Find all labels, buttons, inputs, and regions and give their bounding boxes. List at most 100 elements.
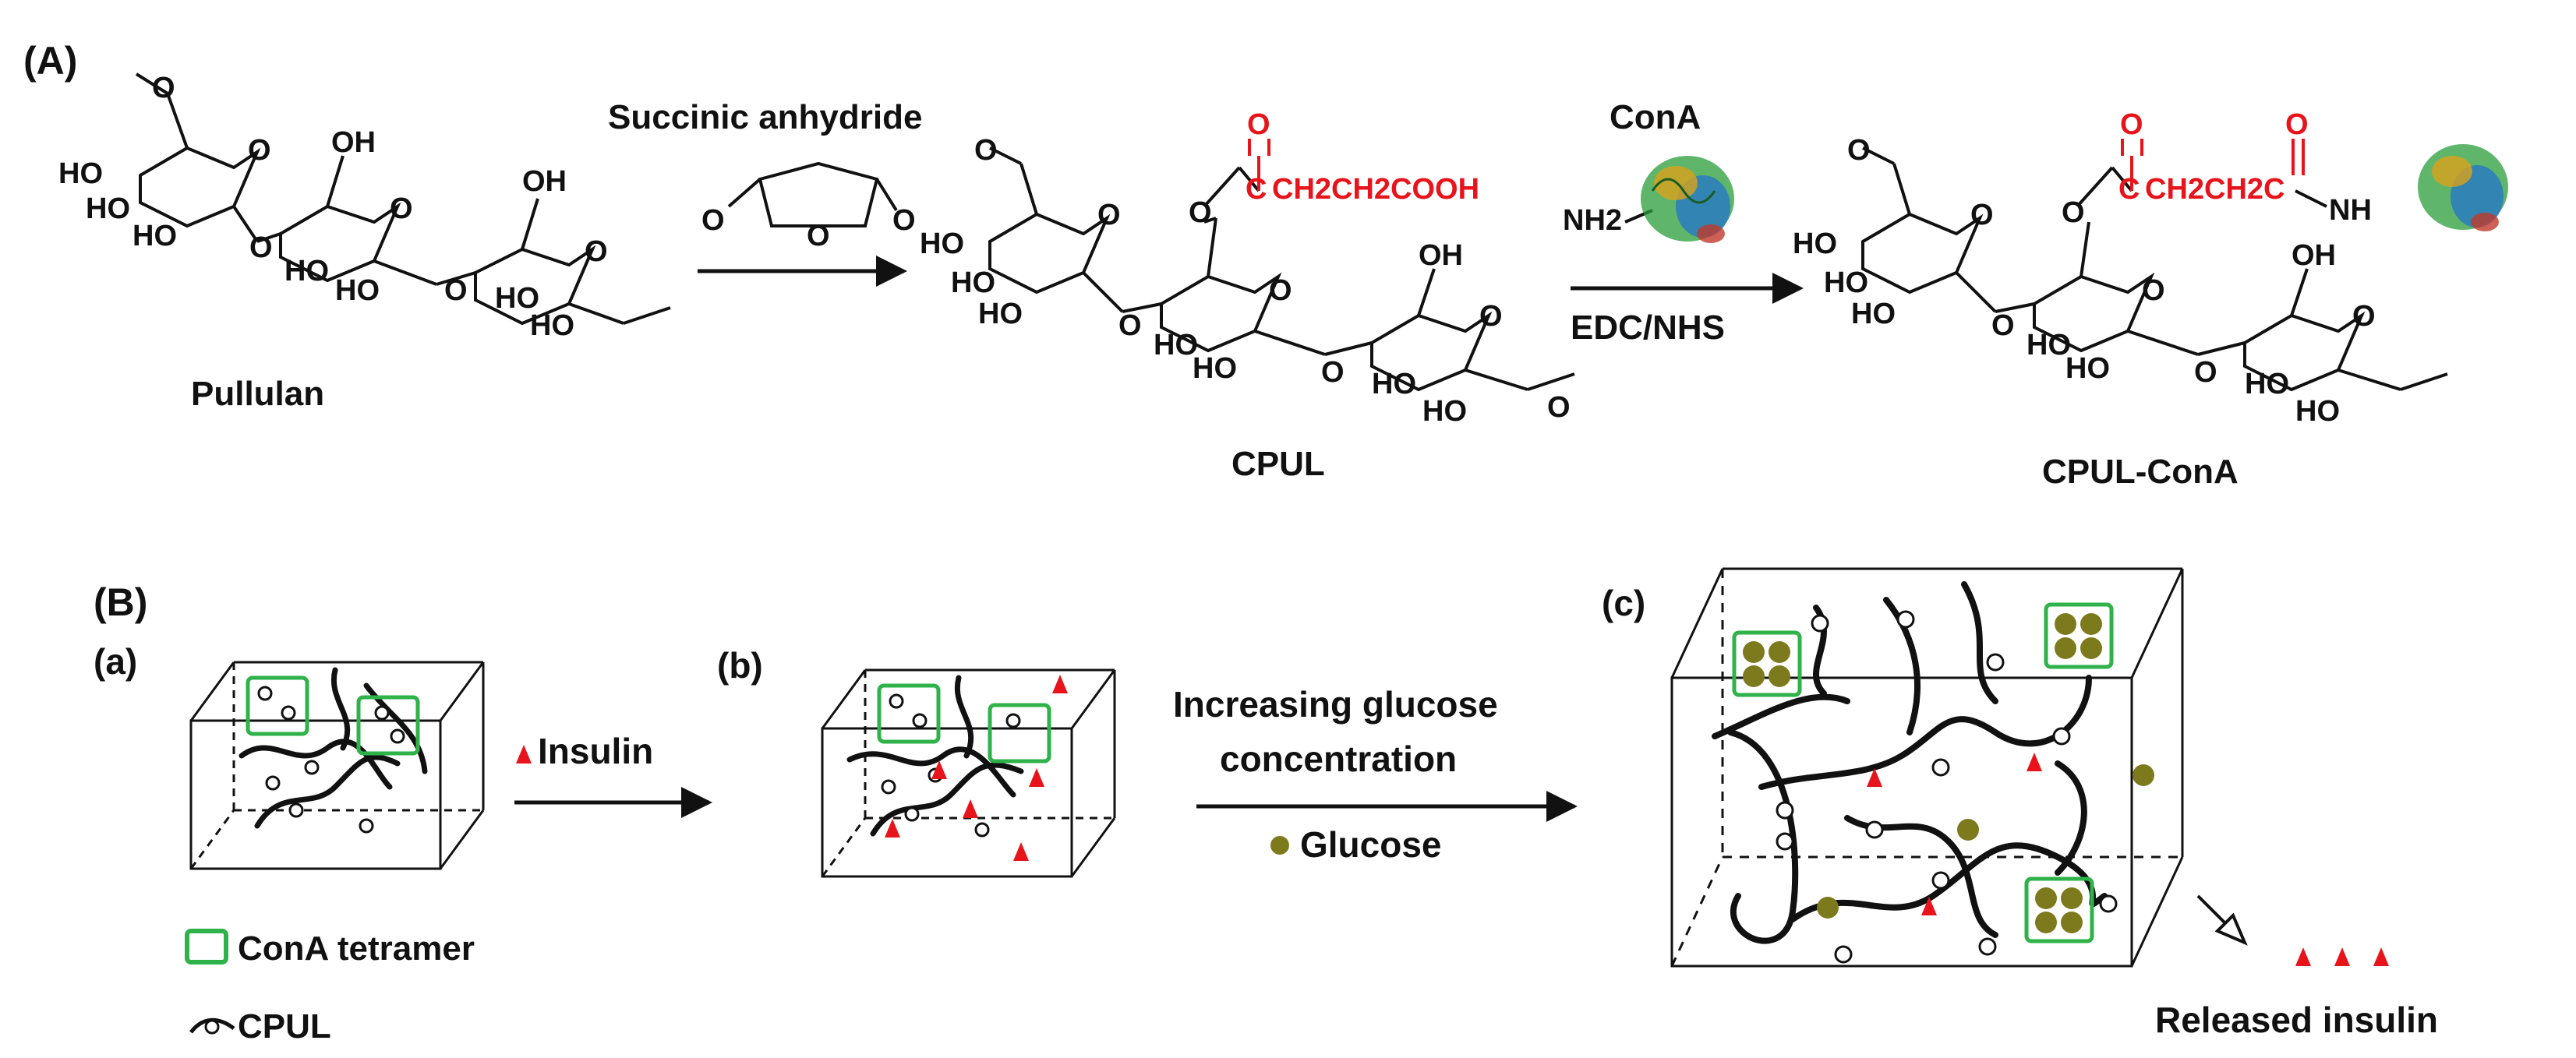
cona-tetramers-a [246, 675, 420, 756]
cona-tetramers-b [877, 683, 1051, 764]
panel-b-label: (B) [94, 580, 147, 624]
nh2-label: NH2 [1563, 204, 1622, 237]
pullulan-structure [135, 72, 671, 326]
svg-text:HO: HO [978, 298, 1023, 330]
svg-text:O: O [1189, 196, 1212, 229]
svg-text:O: O [1970, 199, 1994, 231]
svg-text:O: O [1097, 199, 1121, 231]
svg-text:HO: HO [951, 266, 995, 299]
svg-text:O: O [2285, 108, 2309, 141]
svg-text:O: O [2120, 108, 2143, 141]
svg-text:HO: HO [133, 220, 177, 252]
cona-legend-label: ConA tetramer [238, 929, 475, 968]
svg-text:O: O [249, 231, 273, 264]
svg-text:CH2CH2C: CH2CH2C [2145, 173, 2284, 206]
svg-text:O: O [2194, 356, 2217, 389]
svg-text:HO: HO [1422, 395, 1467, 428]
svg-text:HO: HO [335, 274, 380, 307]
svg-text:O: O [1247, 108, 1270, 141]
cona-tetramers-c [1732, 602, 2114, 943]
svg-text:HO: HO [284, 255, 329, 287]
hydrogel-box-b [821, 668, 1116, 878]
sub-c-label: (c) [1602, 583, 1645, 623]
svg-text:HO: HO [2027, 329, 2071, 361]
svg-text:O: O [1991, 309, 2015, 342]
svg-text:HO: HO [1372, 368, 1416, 400]
reagent-edc-nhs: EDC/NHS [1571, 309, 1725, 347]
released-insulin-markers [2295, 947, 2389, 966]
svg-text:HO: HO [530, 309, 574, 342]
svg-text:OH: OH [2292, 239, 2336, 272]
hydrogel-box-c [1670, 567, 2184, 968]
svg-text:O: O [152, 72, 175, 104]
svg-text:HO: HO [86, 192, 130, 225]
svg-text:HO: HO [1851, 298, 1896, 330]
svg-text:C: C [1246, 173, 1267, 206]
cpul-structure [988, 146, 1575, 392]
cpul-cona-linker: O C CH2CH2C O NH O [2062, 108, 2372, 229]
svg-text:O: O [1479, 300, 1503, 333]
insulin-markers-c [1867, 753, 2042, 915]
pullulan-atoms: O HO HO HO O O OH HO HO O O OH HO HO O [58, 72, 608, 342]
svg-text:O: O [1847, 134, 1871, 167]
svg-text:HO: HO [1824, 266, 1868, 299]
svg-text:O: O [585, 235, 608, 268]
released-insulin-label: Released insulin [2155, 1000, 2438, 1040]
cona-protein-icon-attached [2418, 144, 2508, 231]
polymer-network-b [846, 675, 1024, 837]
pullulan-name: Pullulan [191, 375, 324, 413]
svg-text:O: O [1269, 274, 1292, 307]
svg-text:HO: HO [1793, 227, 1837, 260]
anhydride-o-left: O [701, 204, 725, 237]
cpul-pendants-a [257, 686, 405, 834]
svg-text:HO: HO [58, 157, 103, 190]
svg-text:CH2CH2COOH: CH2CH2COOH [1272, 173, 1479, 206]
cpul-chain: O C CH2CH2COOH O [1189, 108, 1479, 229]
cpul-cona-atoms: O HO HO HO O O HO HO O O OH HO HO O [1793, 134, 2376, 428]
svg-text:HO: HO [1193, 352, 1237, 385]
svg-text:O: O [974, 134, 998, 167]
arrow-label-line1: Increasing glucose [1173, 684, 1498, 725]
svg-text:O: O [2062, 196, 2085, 229]
glucose-legend: Glucose [1300, 824, 1442, 865]
anhydride-o-right: O [892, 204, 916, 237]
svg-text:HO: HO [1154, 329, 1198, 361]
svg-text:O: O [2142, 274, 2165, 307]
glucose-free-c [1817, 764, 2154, 919]
svg-text:C: C [2118, 173, 2140, 206]
cona-protein-icon [1641, 156, 1734, 243]
sub-b-label: (b) [717, 645, 763, 686]
cpul-name: CPUL [1231, 445, 1325, 483]
sub-a-label: (a) [94, 641, 137, 682]
svg-text:O: O [1321, 356, 1345, 389]
svg-text:HO: HO [495, 282, 539, 315]
svg-text:O: O [444, 274, 468, 307]
cpul-pendants-c [1776, 610, 2118, 964]
svg-text:NH: NH [2329, 194, 2372, 227]
insulin-legend: Insulin [538, 731, 653, 771]
svg-text:O: O [2352, 300, 2376, 333]
svg-text:OH: OH [331, 126, 376, 159]
svg-text:HO: HO [2065, 352, 2110, 385]
svg-text:O: O [248, 134, 271, 167]
cona-legend-marker [185, 929, 228, 965]
svg-text:HO: HO [920, 227, 964, 260]
panel-a-label: (A) [23, 39, 77, 83]
cpul-cona-structure [1861, 146, 2448, 392]
hydrogel-box-a [189, 661, 485, 870]
succinic-anhydride-structure [727, 161, 898, 227]
cpul-legend-marker [189, 1017, 235, 1035]
svg-text:O: O [390, 192, 413, 225]
svg-text:OH: OH [1419, 239, 1463, 272]
svg-text:O: O [1118, 309, 1142, 342]
reagent-cona: ConA [1610, 98, 1701, 136]
release-arrow [2196, 894, 2248, 946]
anhydride-o-ring: O [807, 220, 830, 252]
svg-text:OH: OH [522, 165, 567, 198]
cpul-atoms: O HO HO HO O O HO HO O O OH HO HO O O [920, 134, 1571, 428]
svg-text:O: O [1547, 391, 1571, 424]
arrow-label-line2: concentration [1220, 739, 1457, 779]
cpul-legend-label: CPUL [238, 1007, 331, 1046]
svg-text:HO: HO [2245, 368, 2289, 400]
